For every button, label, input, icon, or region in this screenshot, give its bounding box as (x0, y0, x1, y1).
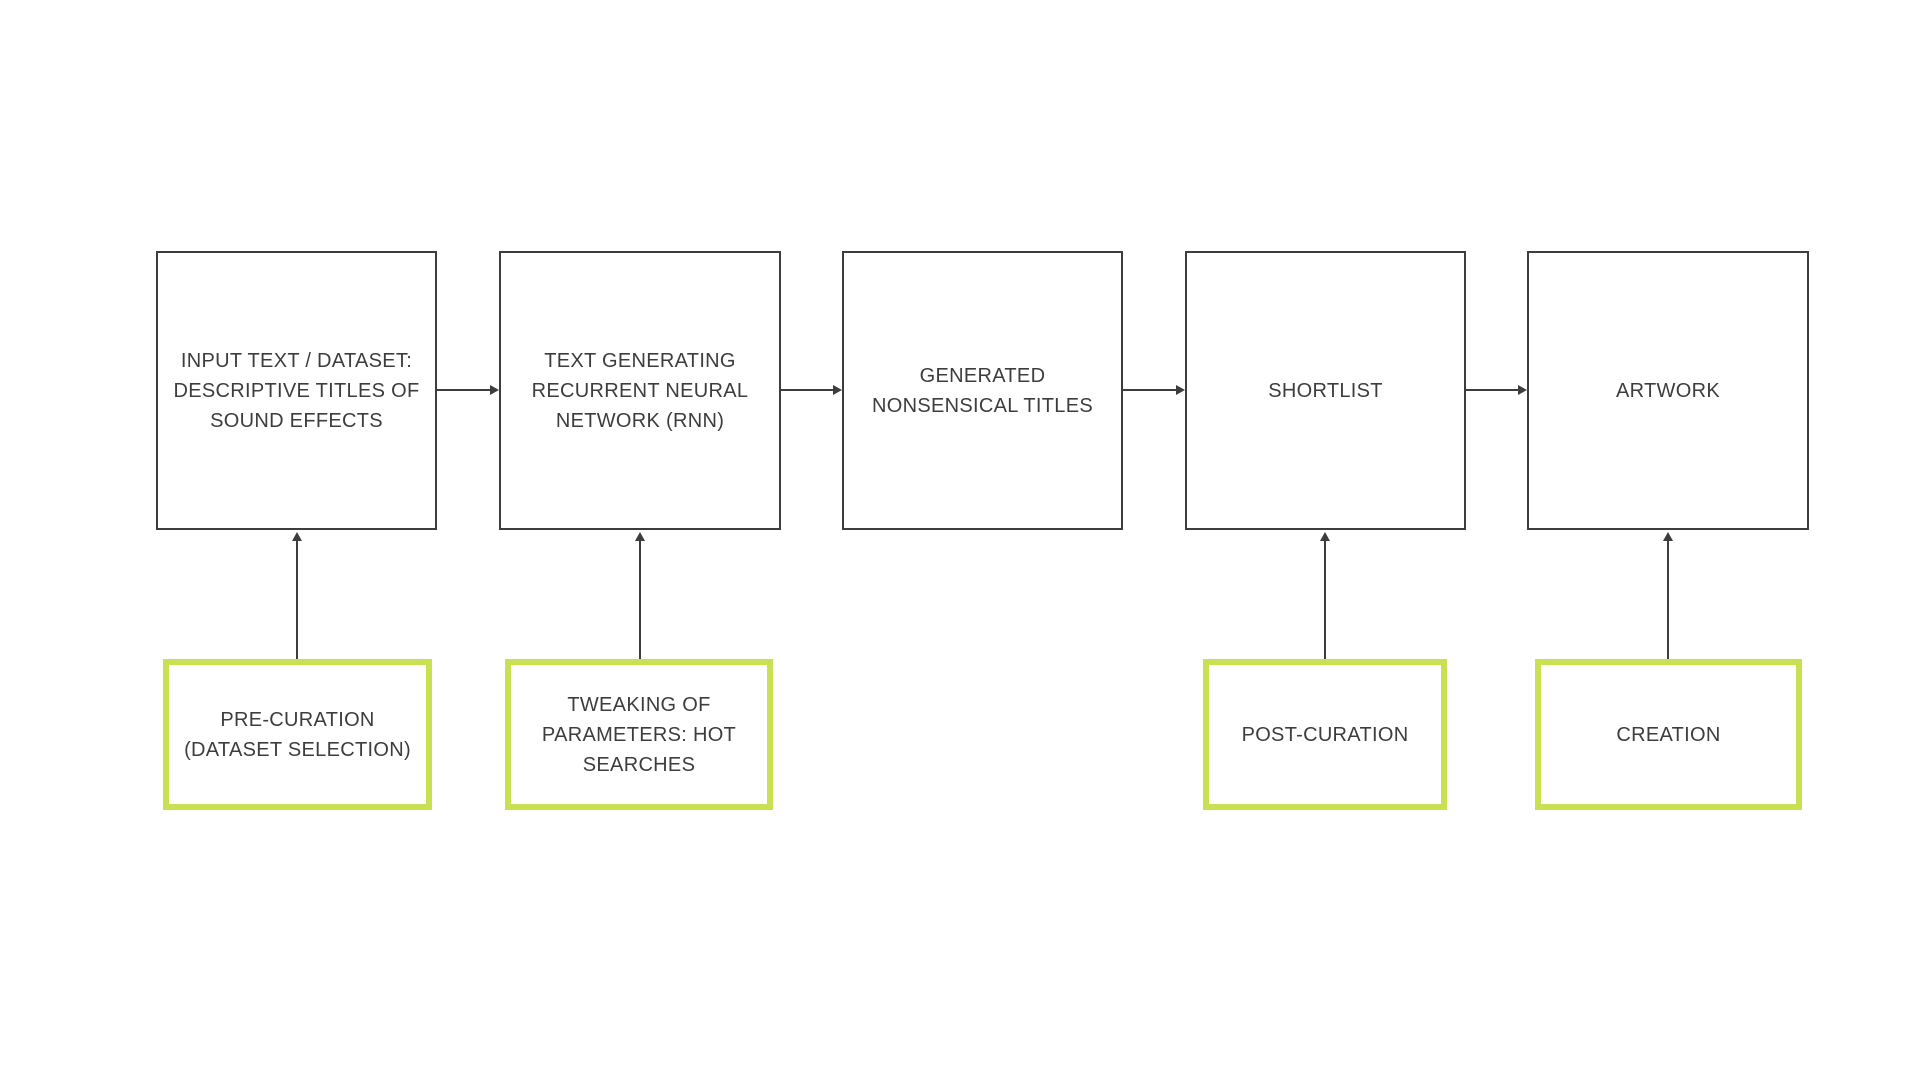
box-rnn-label: TEXT GENERATING RECURRENT NEURAL NETWORK… (531, 349, 749, 432)
arrow-postcuration-to-shortlist-icon (1320, 532, 1330, 659)
box-creation-label: CREATION (1616, 723, 1721, 746)
arrow-tweaking-to-rnn-icon (635, 532, 645, 659)
box-rnn: TEXT GENERATING RECURRENT NEURAL NETWORK… (499, 251, 781, 530)
box-generated-titles: GENERATED NONSENSICAL TITLES (842, 251, 1123, 530)
box-artwork-label: ARTWORK (1616, 379, 1720, 402)
arrow-shortlist-to-artwork-icon (1466, 385, 1527, 395)
box-shortlist: SHORTLIST (1185, 251, 1466, 530)
box-creation: CREATION (1535, 659, 1802, 810)
arrow-generated-to-shortlist-icon (1123, 385, 1185, 395)
arrow-input-to-rnn-icon (437, 385, 499, 395)
box-tweaking-parameters-label: TWEAKING OF PARAMETERS: HOT SEARCHES (541, 693, 737, 776)
box-post-curation: POST-CURATION (1203, 659, 1447, 810)
arrow-rnn-to-generated-icon (781, 385, 842, 395)
box-tweaking-parameters: TWEAKING OF PARAMETERS: HOT SEARCHES (505, 659, 773, 810)
box-post-curation-label: POST-CURATION (1241, 723, 1409, 746)
box-shortlist-label: SHORTLIST (1268, 379, 1383, 402)
arrow-creation-to-artwork-icon (1663, 532, 1673, 659)
arrow-precuration-to-input-icon (292, 532, 302, 659)
box-pre-curation-label: PRE-CURATION (DATASET SELECTION) (184, 708, 411, 761)
box-input-dataset-label: INPUT TEXT / DATASET: DESCRIPTIVE TITLES… (173, 349, 420, 432)
box-input-dataset: INPUT TEXT / DATASET: DESCRIPTIVE TITLES… (156, 251, 437, 530)
box-pre-curation: PRE-CURATION (DATASET SELECTION) (163, 659, 432, 810)
box-artwork: ARTWORK (1527, 251, 1809, 530)
box-generated-titles-label: GENERATED NONSENSICAL TITLES (871, 364, 1093, 417)
